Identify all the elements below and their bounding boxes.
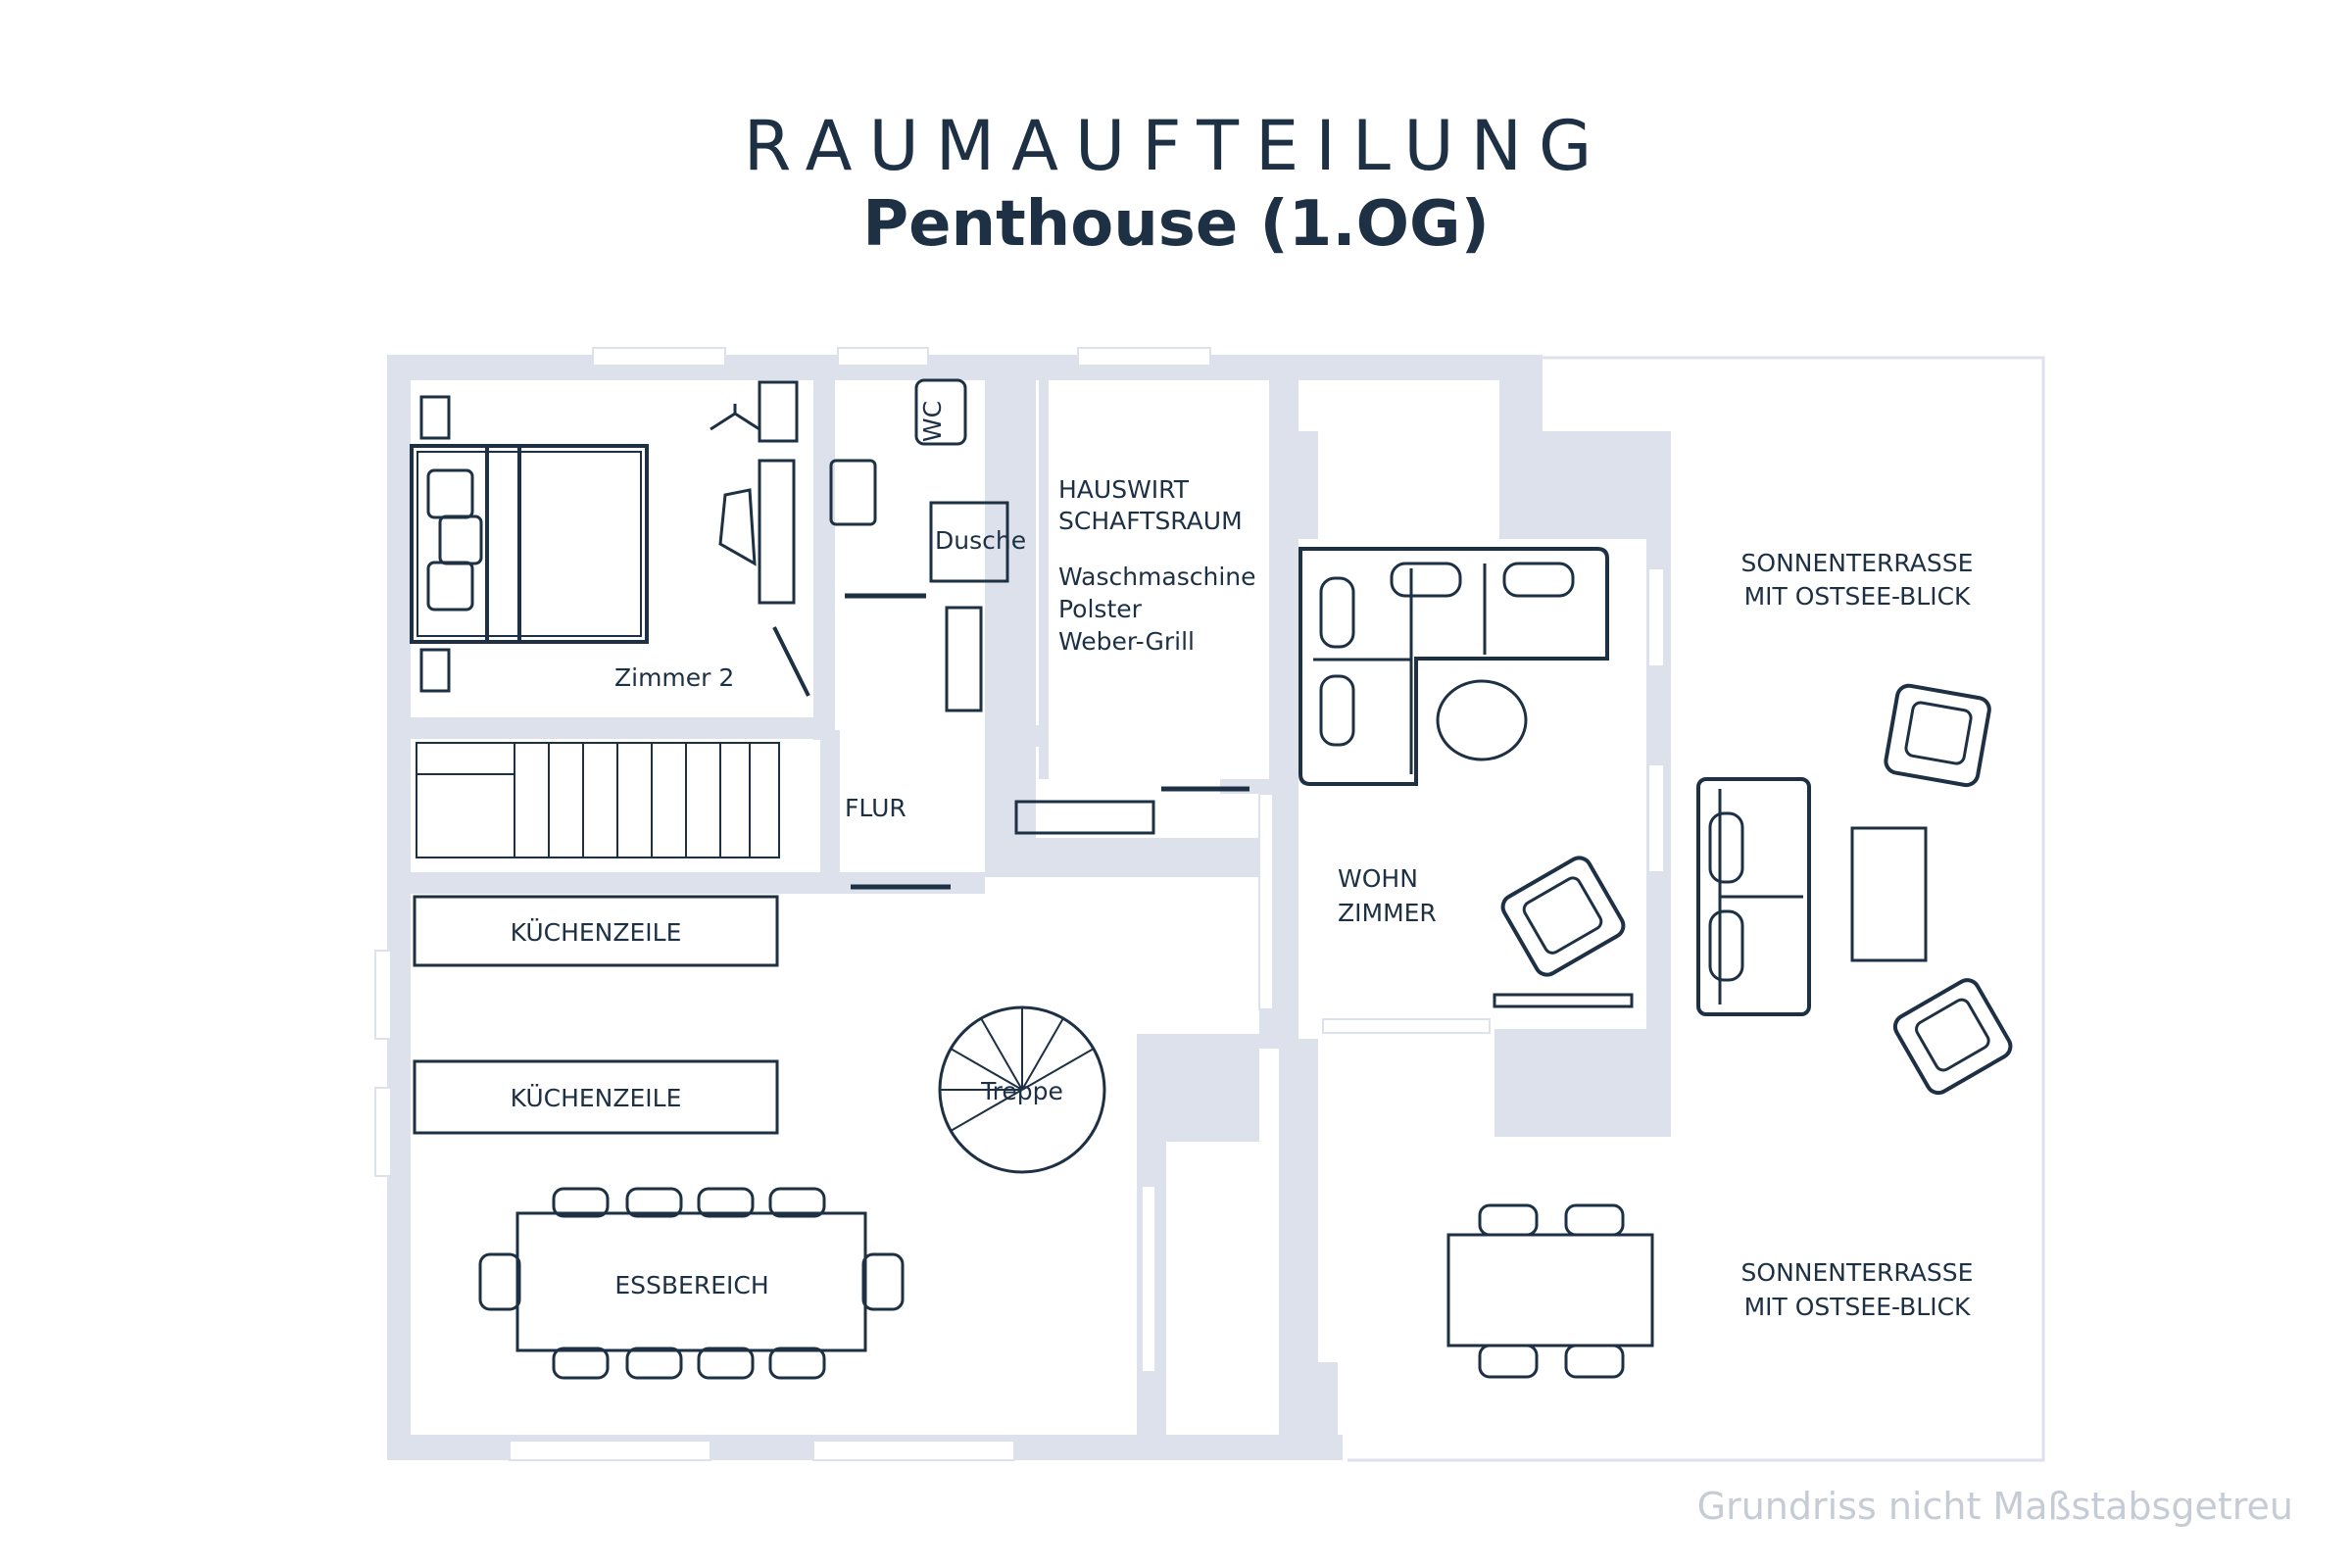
utility-item-3: Weber-Grill bbox=[1058, 627, 1195, 656]
washbasin bbox=[829, 459, 877, 526]
dining-table bbox=[515, 1211, 867, 1352]
armchair-living bbox=[1500, 856, 1626, 977]
terrace-table bbox=[1850, 826, 1928, 962]
utility-item-1: Waschmaschine bbox=[1058, 563, 1256, 591]
page-title: RAUMAUFTEILUNG bbox=[743, 106, 1609, 186]
page-subtitle: Penthouse (1.OG) bbox=[862, 188, 1490, 261]
hanger-icon bbox=[710, 404, 760, 431]
nightstand-bottom bbox=[419, 648, 451, 693]
room-label-wohn-2: ZIMMER bbox=[1338, 899, 1437, 927]
cabinet-flur bbox=[945, 606, 983, 712]
bed bbox=[410, 444, 649, 644]
room-label-dusche: Dusche bbox=[935, 526, 1026, 555]
terrace-armchair-1 bbox=[1884, 683, 1991, 788]
room-label-hauswirt-1: HAUSWIRT bbox=[1058, 475, 1190, 504]
terrace-bottom-label-2: MIT OSTSEE-BLICK bbox=[1744, 1293, 1971, 1321]
walls bbox=[387, 355, 1671, 1460]
spiral-stair bbox=[938, 1005, 1106, 1174]
terrace-outline bbox=[1348, 356, 2045, 1462]
room-label-essbereich: ESSBEREICH bbox=[614, 1271, 768, 1299]
kuechenzeile-1-box bbox=[413, 895, 779, 967]
room-label-wc: WC bbox=[918, 401, 947, 442]
utility-item-2: Polster bbox=[1058, 595, 1143, 623]
furniture bbox=[410, 378, 2013, 1380]
desk bbox=[758, 459, 796, 605]
flur-shelf bbox=[1014, 800, 1155, 835]
room-label-zimmer2: Zimmer 2 bbox=[614, 663, 734, 692]
terrace-sofa bbox=[1696, 777, 1811, 1016]
room-label-kuechenzeile-1: KÜCHENZEILE bbox=[511, 918, 682, 947]
room-label-kuechenzeile-2: KÜCHENZEILE bbox=[511, 1084, 682, 1112]
terrace-bottom-label-1: SONNENTERRASSE bbox=[1741, 1258, 1974, 1287]
wardrobe bbox=[758, 380, 799, 443]
shower bbox=[929, 501, 1009, 583]
terrace-top-label-1: SONNENTERRASSE bbox=[1741, 549, 1974, 577]
nightstand-top bbox=[419, 395, 451, 440]
room-label-hauswirt-2: SCHAFTSRAUM bbox=[1058, 507, 1243, 535]
pillow bbox=[438, 514, 483, 565]
terrace-top-label-2: MIT OSTSEE-BLICK bbox=[1744, 582, 1971, 611]
coffee-table bbox=[1436, 679, 1528, 761]
room-label-treppe: Treppe bbox=[980, 1077, 1063, 1105]
desk-chair bbox=[718, 488, 757, 566]
room-label-wohn-1: WOHN bbox=[1338, 864, 1418, 893]
terrace-armchair-2 bbox=[1892, 978, 2013, 1096]
door-zimmer2 bbox=[772, 626, 810, 697]
pillow bbox=[426, 468, 474, 519]
stair-block bbox=[416, 742, 780, 858]
windows bbox=[374, 347, 1665, 1461]
pillow bbox=[426, 561, 474, 612]
wc-fixture bbox=[914, 378, 967, 446]
corner-sofa bbox=[1298, 547, 1609, 786]
footer-note: Grundriss nicht Maßstabsgetreu bbox=[1696, 1485, 2293, 1528]
room-label-flur: FLUR bbox=[845, 794, 906, 822]
terrace-dining-table bbox=[1446, 1233, 1654, 1348]
kuechenzeile-2-box bbox=[413, 1059, 779, 1135]
tv-sideboard bbox=[1493, 993, 1634, 1008]
